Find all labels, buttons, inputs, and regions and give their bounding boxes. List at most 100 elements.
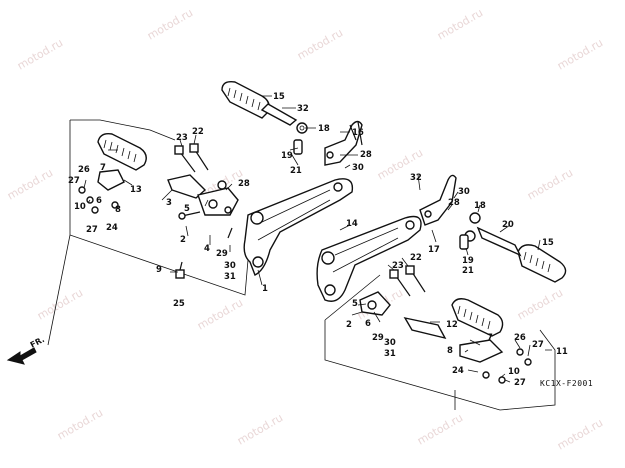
callout-label: 6	[365, 319, 371, 329]
watermark: motod.ru	[235, 411, 285, 447]
callout-label: 12	[446, 320, 458, 330]
callout-label: 27	[86, 225, 98, 235]
leader-lines	[83, 95, 552, 383]
callout-label: 24	[452, 366, 464, 376]
callout-label: 7	[100, 163, 106, 173]
callout-label: 6	[96, 196, 102, 206]
callout-label: 30	[224, 261, 236, 271]
callout-label: 2	[180, 235, 186, 245]
watermark: motod.ru	[525, 166, 575, 202]
watermark: motod.ru	[435, 6, 485, 42]
pin-19	[293, 139, 303, 155]
callout-label: 27	[68, 176, 80, 186]
watermark: motod.ru	[5, 166, 55, 202]
bolt-23-left	[174, 145, 196, 173]
left-assembly-outline	[47, 119, 249, 346]
right-passenger-peg-rubber	[464, 226, 567, 283]
callout-label: 15	[542, 238, 554, 248]
callout-label: 13	[130, 185, 142, 195]
callout-label: 22	[192, 127, 204, 137]
fasteners-left-small	[78, 186, 119, 214]
callout-label: 24	[106, 223, 118, 233]
callout-label: 28	[238, 179, 250, 189]
left-rider-peg	[97, 132, 147, 191]
callout-label: 31	[384, 349, 396, 359]
callout-label: 18	[474, 201, 486, 211]
callout-label: 7	[487, 333, 493, 343]
watermark: motod.ru	[145, 6, 195, 42]
watermark: motod.ru	[55, 406, 105, 442]
bolt-2-left	[178, 211, 201, 220]
watermark: motod.ru	[515, 286, 565, 322]
watermark: motod.ru	[195, 296, 245, 332]
callout-label: 21	[462, 266, 474, 276]
callout-label: 15	[273, 92, 285, 102]
watermark: motod.ru	[15, 36, 65, 72]
callout-label: 25	[173, 299, 185, 309]
callout-label: 8	[115, 205, 121, 215]
callout-label: 20	[502, 220, 514, 230]
callout-label: 21	[290, 166, 302, 176]
fasteners-right-small	[482, 348, 532, 384]
callout-label: 29	[372, 333, 384, 343]
left-shift-arm	[167, 174, 239, 216]
upper-hanger-bracket	[324, 120, 363, 166]
bolt-22-left	[189, 143, 209, 171]
callout-label: 18	[318, 124, 330, 134]
callout-label: 2	[346, 320, 352, 330]
callout-labels: 15 32 18 16 19 21 28 30 23 22 26 27 7 13…	[68, 92, 568, 388]
right-rider-peg	[403, 298, 504, 363]
pin-29-left	[227, 227, 233, 239]
bolt-22-right	[405, 265, 426, 293]
callout-label: 19	[281, 151, 293, 161]
callout-label: 28	[360, 150, 372, 160]
washer-28-left	[217, 180, 227, 190]
callout-label: 4	[204, 244, 210, 254]
callout-label: 26	[78, 165, 90, 175]
watermark: motod.ru	[555, 36, 605, 72]
callout-label: 28	[448, 198, 460, 208]
callout-label: 11	[556, 347, 568, 357]
watermark: motod.ru	[35, 286, 85, 322]
callout-label: 5	[352, 299, 358, 309]
callout-label: 30	[384, 338, 396, 348]
callout-label: 3	[166, 198, 172, 208]
callout-label: 23	[392, 261, 404, 271]
callout-label: 32	[297, 104, 309, 114]
callout-label: 32	[410, 173, 422, 183]
bolt-25	[175, 261, 185, 279]
callout-label: 8	[447, 346, 453, 356]
callout-label: 16	[352, 128, 364, 138]
right-main-bracket	[316, 215, 422, 302]
direction-label: FR.	[29, 335, 46, 350]
callout-label: 14	[346, 219, 358, 229]
callout-label: 17	[428, 245, 440, 255]
diagram-code: KC1X-F2001	[540, 379, 593, 388]
callout-label: 19	[462, 256, 474, 266]
callout-label: 22	[410, 253, 422, 263]
callout-label: 31	[224, 272, 236, 282]
callout-label: 27	[514, 378, 526, 388]
collar-18-right	[469, 212, 481, 224]
callout-label: 1	[262, 284, 268, 294]
callout-label: 9	[156, 265, 162, 275]
callout-label: 10	[74, 202, 86, 212]
front-direction-arrow: FR.	[6, 335, 46, 365]
callout-label: 27	[532, 340, 544, 350]
watermark: motod.ru	[415, 411, 465, 447]
callout-label: 23	[176, 133, 188, 143]
callout-label: 30	[458, 187, 470, 197]
upper-left-peg-rubber	[221, 80, 298, 126]
watermark: motod.ru	[555, 416, 605, 452]
callout-label: 30	[352, 163, 364, 173]
right-assembly-outline	[324, 274, 556, 411]
right-shift-arm	[359, 291, 391, 316]
callout-label: 10	[508, 367, 520, 377]
left-main-bracket	[243, 178, 354, 276]
watermark: motod.ru	[295, 26, 345, 62]
pin-19-right	[459, 234, 469, 250]
right-hanger-bracket	[419, 174, 457, 226]
callout-label: 26	[514, 333, 526, 343]
